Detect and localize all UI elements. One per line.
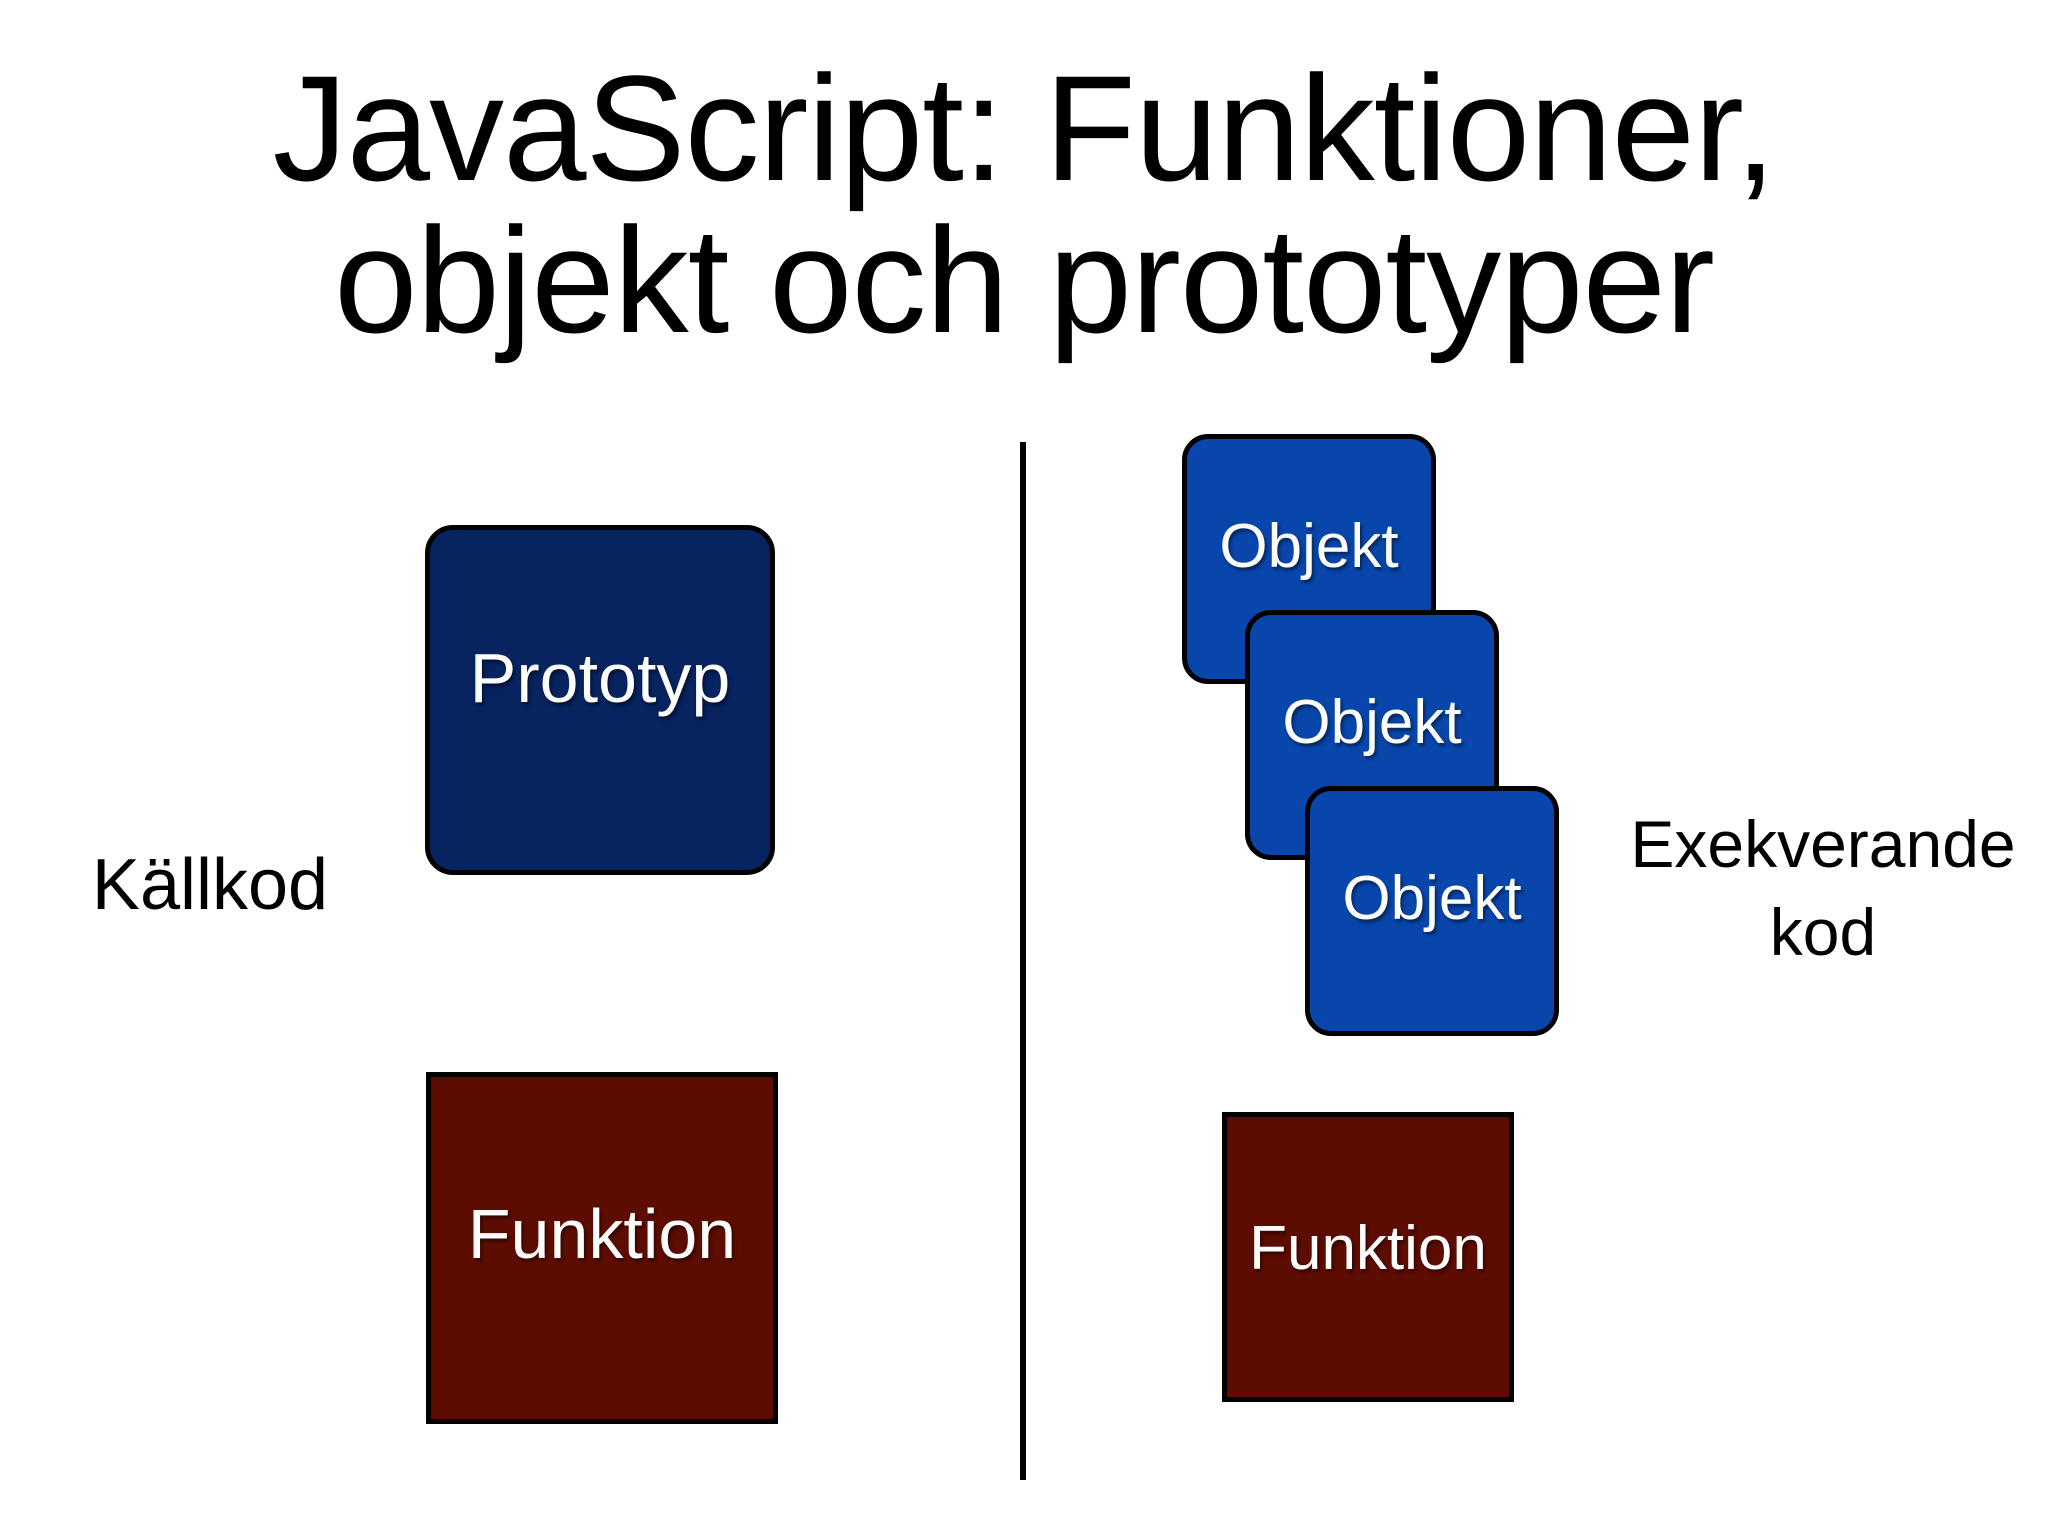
source-function-box-label: Funktion bbox=[467, 1195, 737, 1273]
runtime-function-box: Funktion bbox=[1222, 1112, 1514, 1402]
object-box-1-label: Objekt bbox=[1219, 512, 1399, 581]
prototype-box-label: Prototyp bbox=[469, 639, 731, 717]
runtime-function-box-label: Funktion bbox=[1249, 1214, 1487, 1283]
object-box-2-label: Objekt bbox=[1282, 688, 1462, 757]
vertical-divider bbox=[1020, 442, 1026, 1480]
executing-code-group-label-line-1: Exekverande bbox=[1630, 807, 2016, 881]
page-title: JavaScript: Funktioner, objekt och proto… bbox=[0, 52, 2048, 356]
prototype-box: Prototyp bbox=[425, 525, 775, 875]
source-code-group-label: Källkod bbox=[91, 845, 329, 925]
executing-code-group-label: Exekverande kod bbox=[1598, 800, 2048, 976]
object-box-3-label: Objekt bbox=[1342, 864, 1522, 933]
object-box-3: Objekt bbox=[1305, 786, 1559, 1036]
executing-code-group-label-line-2: kod bbox=[1769, 895, 1877, 969]
source-function-box: Funktion bbox=[426, 1072, 778, 1424]
page-title-line-2: objekt och prototyper bbox=[334, 196, 1715, 364]
page-title-line-1: JavaScript: Funktioner, bbox=[272, 44, 1777, 212]
